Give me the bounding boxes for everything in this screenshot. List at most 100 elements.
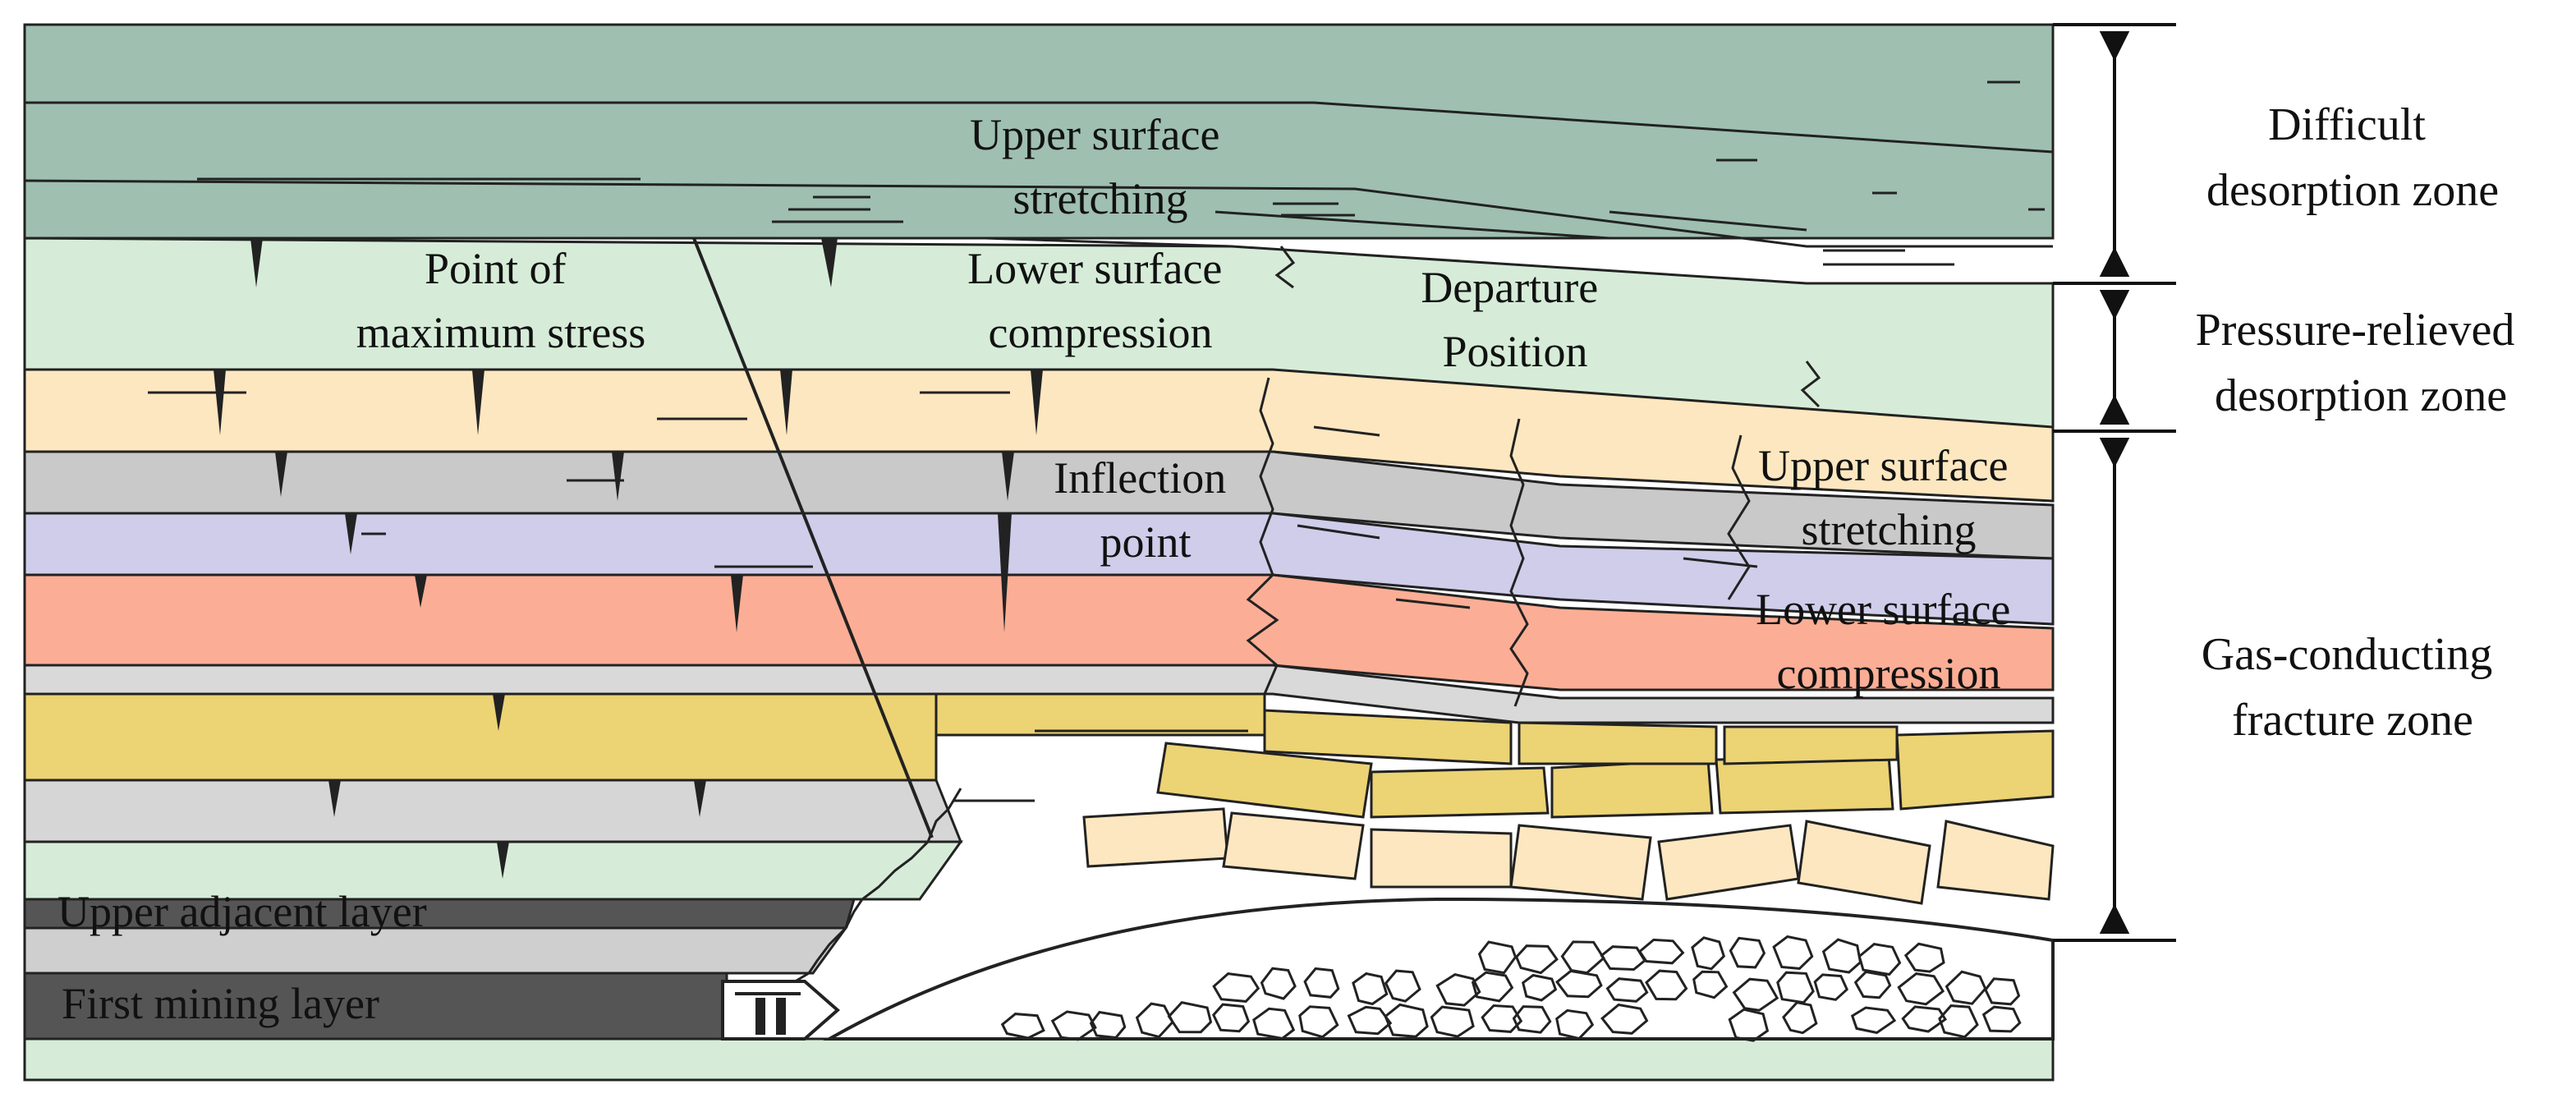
cobble (1384, 1003, 1429, 1038)
crack (780, 370, 792, 435)
cobble (1813, 973, 1849, 1001)
cobble (1782, 1001, 1818, 1035)
upper-stretching-top-label: Upper surface stretching (970, 110, 1231, 223)
crack (328, 780, 341, 817)
cobble (1089, 1010, 1127, 1040)
cobble (1512, 1005, 1552, 1034)
max-stress-diagonal (692, 237, 934, 838)
stroke (1609, 210, 1807, 232)
cobble (1692, 970, 1729, 999)
crack (275, 452, 287, 497)
floor-band (23, 1037, 2055, 1082)
cobble (1555, 1008, 1595, 1041)
fracture-top-right (1800, 361, 1821, 408)
cobble (1514, 944, 1559, 975)
cobble (1897, 972, 1945, 1006)
block (1723, 725, 1899, 765)
mint-band-lower (23, 840, 963, 901)
crack (497, 842, 509, 879)
block (1370, 828, 1513, 889)
stroke (1313, 425, 1380, 437)
cobble (1384, 969, 1421, 1003)
cobble (1732, 977, 1779, 1012)
top-strata-line-2 (24, 179, 2053, 248)
stroke (1395, 598, 1471, 609)
crack (998, 513, 1012, 632)
yellow-band-left (23, 692, 938, 782)
crack (821, 238, 838, 287)
fracture-left (1246, 377, 1279, 695)
zone-brackets (2053, 23, 2176, 942)
cobble (1347, 1005, 1393, 1036)
cobble (1776, 971, 1815, 1004)
fracture-mid (1509, 418, 1529, 707)
cobble (1522, 973, 1558, 1002)
cobble (1303, 967, 1340, 999)
block (1082, 807, 1229, 868)
crack (694, 780, 706, 817)
crack (472, 370, 484, 435)
crack (345, 513, 357, 554)
cobble (1352, 972, 1389, 1006)
cobble (1298, 1005, 1339, 1039)
inflection-point-label: Inflection point (1054, 453, 1237, 567)
crack (250, 238, 263, 287)
cobble (1600, 1003, 1649, 1035)
cobble (1984, 977, 2021, 1006)
cobble (1471, 971, 1514, 1003)
cobble-stones (1000, 935, 2022, 1042)
goaf-rubble (823, 897, 2055, 1042)
cobble (1637, 938, 1685, 965)
stroke (1297, 524, 1380, 540)
cobble (1435, 972, 1481, 1007)
cobble (1252, 1007, 1296, 1041)
cobble (1000, 1013, 1045, 1040)
block (1156, 742, 1373, 819)
crack (1002, 452, 1014, 501)
caved-zone-dome (823, 897, 2055, 1041)
gray-band-4 (23, 926, 848, 975)
cobble (1729, 936, 1766, 969)
cobble (1477, 940, 1518, 975)
cobble (1901, 1005, 1948, 1033)
cobble (1481, 1004, 1523, 1033)
block (1370, 766, 1550, 819)
fracture-right (1727, 434, 1751, 600)
cobble (1135, 1002, 1174, 1039)
goaf-staircase (770, 788, 962, 1040)
cobble (1857, 943, 1902, 976)
block (1263, 709, 1513, 765)
crack (731, 575, 743, 632)
cobble (1212, 972, 1260, 1003)
cobble (1821, 938, 1862, 974)
block (1936, 820, 2055, 901)
upper-stretching-right-label: Upper surface stretching (1758, 441, 2019, 554)
block (1657, 824, 1800, 901)
cobble (1938, 1004, 1979, 1039)
zone-pressure-label: Pressure-relieved desorption zone (2196, 305, 2527, 421)
first-mining-layer-label: First mining layer (62, 979, 379, 1028)
zone-difficult-label: Difficult desorption zone (2206, 99, 2499, 216)
collapsed-blocks (1082, 709, 2055, 905)
block (1895, 729, 2055, 811)
hydraulic-support-icon (721, 980, 841, 1041)
cobble (1691, 936, 1726, 971)
block (1550, 758, 1714, 819)
crack (214, 370, 226, 435)
cobble (1772, 935, 1814, 970)
cobble (1903, 942, 1945, 973)
fracture-top (1274, 246, 1296, 289)
cobble (1981, 1005, 2022, 1033)
cobble (1645, 969, 1688, 1001)
lower-compression-right-label: Lower surface compression (1756, 585, 2022, 698)
fractures (1246, 246, 1821, 707)
cobble (1050, 1010, 1097, 1041)
crack (1031, 370, 1043, 435)
block (1222, 811, 1365, 880)
stroke (1215, 210, 1610, 240)
departure-position-label: Departure Position (1421, 263, 1609, 376)
strata (23, 23, 2055, 1082)
upper-adjacent-layer-label: Upper adjacent layer (57, 887, 427, 936)
cobble (1212, 1003, 1251, 1033)
